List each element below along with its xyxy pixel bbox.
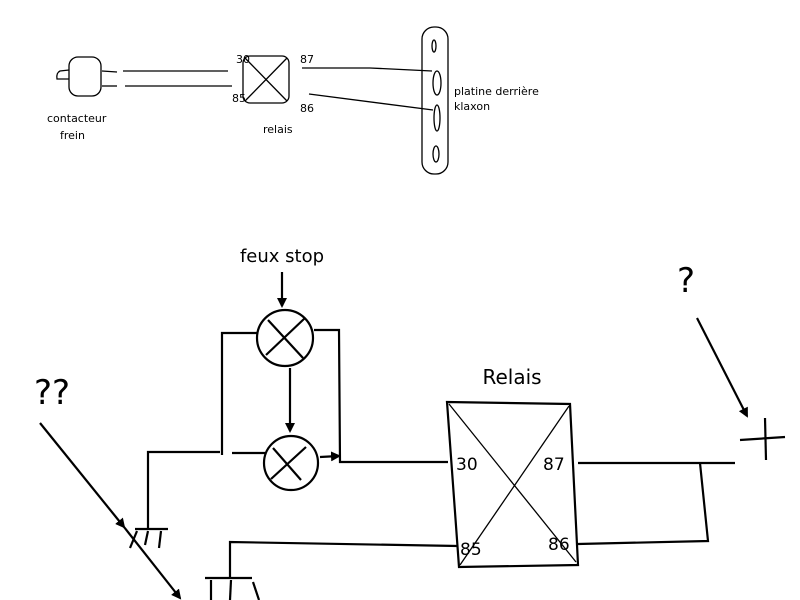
plus-terminal-icon [739,417,786,461]
plate-label: platine derrière [454,85,539,98]
pin-85: 85 [460,540,482,560]
pin-30: 30 [456,455,478,475]
switch-label: contacteur [47,112,107,125]
pin-30: 30 [236,53,250,66]
pin-86: 86 [548,535,570,555]
pin-86: 86 [300,102,314,115]
pin-85: 85 [232,92,246,105]
pin-87: 87 [300,53,314,66]
horn-plate [421,26,449,175]
switch-label-2: frein [60,129,85,142]
question-right: ? [677,261,695,301]
relay-to-plate-wires [302,67,434,111]
arrow-icon [123,526,182,600]
lamp-label: feux stop [240,246,324,267]
ground-icon [205,576,261,600]
small-relay [242,55,290,104]
ground-icon [128,527,168,549]
switch-wires [101,70,232,87]
relay-title: Relais [482,365,541,389]
large-relay [445,400,580,569]
brake-switch [56,56,102,97]
arrow-icon [39,422,126,529]
brake-lamp-1 [255,308,315,368]
circuit-wires [146,328,735,578]
brake-lamp-2 [262,434,320,492]
question-left: ?? [34,373,70,413]
pin-87: 87 [543,455,565,475]
arrow-icon [696,317,748,418]
relay-label: relais [263,123,293,136]
plate-label-2: klaxon [454,100,490,113]
